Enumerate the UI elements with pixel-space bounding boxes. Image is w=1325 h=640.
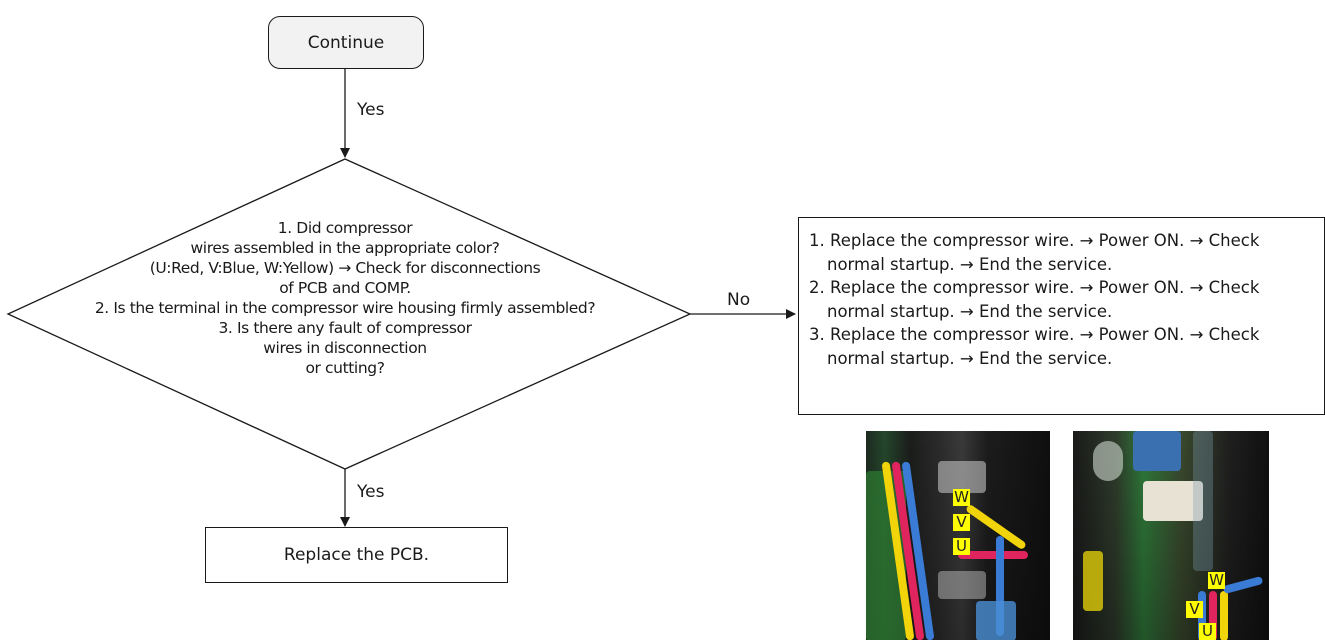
- replace-pcb-label: Replace the PCB.: [283, 545, 430, 565]
- decision-line: of PCB and COMP.: [279, 279, 411, 297]
- action-step-line: 1. Replace the compressor wire. → Power …: [809, 231, 1260, 250]
- decision-line: wires assembled in the appropriate color…: [190, 239, 500, 257]
- decision-line: or cutting?: [305, 359, 385, 377]
- phase-label-u: U: [953, 538, 970, 555]
- phase-label-v: V: [953, 514, 970, 531]
- continue-label: Continue: [307, 32, 385, 53]
- phase-label-v: V: [1186, 601, 1203, 618]
- action-step-line: normal startup. → End the service.: [827, 254, 1113, 274]
- no-label: No: [727, 290, 751, 310]
- action-step-line: normal startup. → End the service.: [827, 348, 1113, 368]
- action-step-line: 3. Replace the compressor wire. → Power …: [809, 325, 1260, 344]
- decision-text: 1. Did compressor wires assembled in the…: [0, 218, 690, 378]
- replace-pcb-box: Replace the PCB.: [205, 527, 508, 583]
- decision-line: wires in disconnection: [263, 339, 427, 357]
- action-box: 1. Replace the compressor wire. → Power …: [798, 217, 1325, 415]
- phase-label-w: W: [953, 488, 970, 506]
- decision-line: (U:Red, V:Blue, W:Yellow) → Check for di…: [149, 259, 541, 277]
- decision-line: 2. Is the terminal in the compressor wir…: [94, 299, 596, 317]
- action-step-line: 2. Replace the compressor wire. → Power …: [809, 278, 1260, 297]
- decision-line: 3. Is there any fault of compressor: [218, 319, 472, 337]
- compressor-wire-photo-1: W V U: [866, 431, 1050, 640]
- decision-line: 1. Did compressor: [277, 219, 413, 237]
- phase-label-u: U: [1199, 623, 1216, 640]
- yes-label-bottom: Yes: [357, 482, 385, 502]
- phase-label-w: W: [1208, 571, 1225, 589]
- yes-label-top: Yes: [357, 100, 385, 120]
- continue-terminal: Continue: [268, 16, 424, 69]
- action-step-line: normal startup. → End the service.: [827, 301, 1113, 321]
- compressor-wire-photo-2: W V U: [1073, 431, 1269, 640]
